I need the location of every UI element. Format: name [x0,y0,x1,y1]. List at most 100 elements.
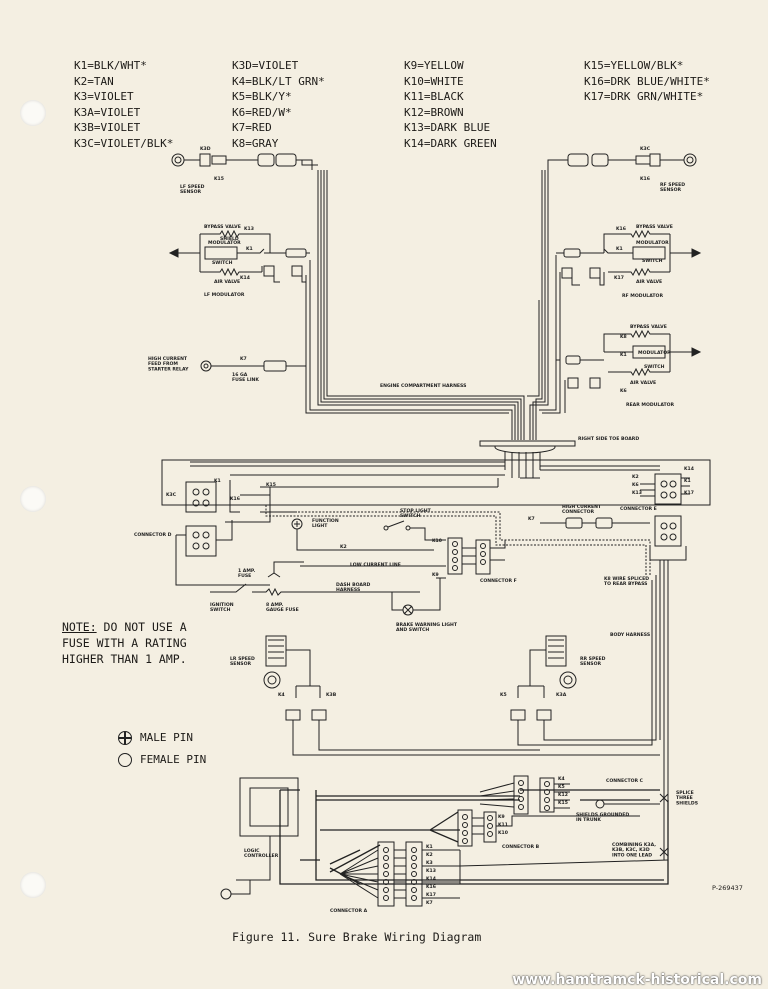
legend-entry: K8=GRAY [232,136,279,150]
logic-controller [220,777,299,900]
label-line: BRAKE WARNING LIGHT [396,622,458,628]
label-k7-dash: K7 [528,516,535,522]
label-k3a-body: K3A [556,692,567,698]
label-b-k11: K11 [498,822,508,828]
label-line: IGNITION [210,602,234,608]
label-line: STARTER RELAY [148,366,189,372]
legend-entry: K5=BLK/Y* [232,90,292,103]
label-line: STOP LIGHT [400,508,432,514]
label-rear-k6: K6 [620,388,627,394]
label-k3c-dash: K3C [166,492,177,498]
note-line3: HIGHER THAN 1 AMP. [62,652,187,666]
label-line: 8 AMP. [266,602,283,608]
legend-entry: K3=VIOLET [74,90,134,103]
label-line: TO REAR BYPASS [604,581,648,587]
label-one-amp-fuse: 1 AMP.FUSE [238,568,255,579]
label-k2-e: K2 [632,474,639,480]
label-rear-bypass-valve: BYPASS VALVE [630,324,667,330]
label-rear-air-valve: AIR VALVE [630,380,656,386]
label-line: SENSOR [580,661,602,667]
label-connector-a: CONNECTOR A [330,908,368,914]
label-b-k9: K9 [498,814,505,820]
label-line: SWITCH [400,513,421,519]
body-harness-route [590,560,669,880]
label-gauge-fuse: 8 AMP.GAUGE FUSE [266,602,299,613]
label-line: K3B, K3C, K3D [612,847,650,853]
connector-f-block [300,537,506,579]
label-connector-d: CONNECTOR D [134,532,172,538]
label-rear-switch: SWITCH [644,364,665,370]
pin-key-male: MALE PIN [118,731,193,745]
label-lf-k1: K1 [246,246,253,252]
label-line: 16 GA [232,372,248,378]
label-line: COMBINING K3A, [612,842,656,848]
note-line1: DO NOT USE A [96,620,187,634]
legend-entry: K16=DRK BLUE/WHITE* [584,74,710,88]
label-k3d: K3D [200,146,211,152]
label-rf-bypass-valve: BYPASS VALVE [636,224,673,230]
label-line: SWITCH [210,607,231,613]
label-k17-e: K17 [684,490,694,496]
label-connector-f: CONNECTOR F [480,578,517,584]
label-k1-e: K1 [684,478,691,484]
label-line: CONTROLLER [244,853,279,859]
legend-entry: K3B=VIOLET [74,121,141,134]
label-k16-dash: K16 [230,496,240,502]
label-k3b-body: K3B [326,692,337,698]
label-k14-e: K14 [684,466,694,472]
label-line: FEED FROM [148,361,178,367]
legend-entry: K7=RED [232,121,272,134]
legend-entry: K3D=VIOLET [232,59,299,72]
label-line: SPLICE [676,790,694,796]
ignition-and-fuses [210,561,441,616]
legend-entry: K11=BLACK [404,90,464,103]
pin-key-male-label: MALE PIN [140,731,193,744]
rr-speed-sensor [510,635,596,746]
note-prefix: NOTE: [62,620,97,634]
label-k2-dash: K2 [340,544,347,550]
label-rf-k1: K1 [616,246,623,252]
rf-modulator [556,229,702,286]
connector-d-block [175,481,270,586]
wire-legend-col4: K15=YELLOW/BLK*K16=DRK BLUE/WHITE*K17=DR… [584,58,710,105]
label-lf-shield: SHIELD [220,236,239,242]
label-line: CONNECTOR [562,509,595,515]
label-a-k17: K17 [426,892,436,898]
label-k15: K15 [214,176,224,182]
label-line: LOGIC [244,848,260,854]
connector-a-block [339,841,669,907]
legend-entry: K3C=VIOLET/BLK* [74,136,174,150]
label-lf-k13: K13 [244,226,254,232]
label-connector-e: CONNECTOR E [620,506,657,512]
label-lf-k14: K14 [240,275,250,281]
label-k5-body: K5 [500,692,507,698]
label-line: GAUGE FUSE [266,607,299,613]
label-line: FUSE [238,573,251,579]
label-connector-c: CONNECTOR C [606,778,644,784]
legend-entry: K9=YELLOW [404,59,464,72]
label-a-k1: K1 [426,844,433,850]
female-pin-icon [118,753,132,767]
lf-speed-sensor [171,153,318,170]
label-k16-rf: K16 [640,176,650,182]
label-line: FUSE LINK [232,377,259,383]
legend-entry: K1=BLK/WHT* [74,59,147,72]
label-line: INTO ONE LEAD [612,852,652,858]
figure-caption: Figure 11. Sure Brake Wiring Diagram [232,930,482,944]
label-rear-k8: K8 [620,334,627,340]
label-line: AND SWITCH [396,627,429,633]
label-lf-air-valve: AIR VALVE [214,279,240,285]
label-a-k3: K3 [426,860,433,866]
label-rear-modulator-title: REAR MODULATOR [626,402,675,408]
